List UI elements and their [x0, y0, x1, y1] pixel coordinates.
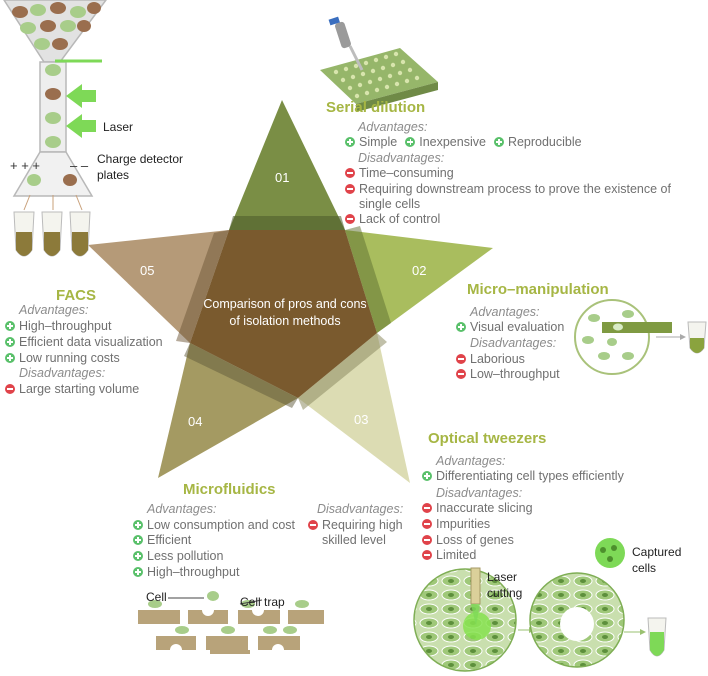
facs-title: FACS: [56, 287, 97, 304]
advantage-item: Efficient data visualization: [5, 335, 163, 349]
disadvantage-item-continued: skilled level: [322, 533, 386, 547]
minus-icon: [308, 520, 318, 530]
advantage-item: Low consumption and cost: [133, 518, 295, 532]
star-number-02: 02: [412, 263, 427, 278]
center-caption: Comparison of pros and cons of isolation…: [203, 297, 367, 328]
plus-icon: [493, 137, 504, 147]
collection-tube-icons: [13, 211, 91, 257]
star-arm-04: [158, 343, 298, 478]
advantage-item: Efficient: [133, 533, 191, 547]
advantage-text: Simple: [359, 135, 398, 149]
facs-disadvantages-heading: Disadvantages:: [19, 366, 106, 380]
optical-tweezers-advantages-heading: Advantages:: [436, 454, 506, 468]
star-arm-01: [229, 100, 345, 230]
laser-cutting-label: Laser: [487, 570, 518, 584]
svg-text:+ + +: + + +: [10, 158, 40, 173]
svg-text:– –: – –: [70, 158, 89, 173]
advantage-text: Inexpensive: [419, 135, 486, 149]
minus-icon: [345, 184, 355, 194]
disadvantage-item: Laborious: [456, 352, 525, 366]
plus-icon: [5, 353, 15, 363]
star-center-pentagon: [190, 230, 377, 398]
cell-trap-label: Cell trap: [240, 595, 285, 609]
minus-icon: [5, 384, 15, 394]
star-number-03: 03: [354, 412, 369, 427]
disadvantage-item: Low–throughput: [456, 367, 560, 381]
advantage-item: High–throughput: [5, 319, 111, 333]
disadvantage-item: Limited: [422, 548, 476, 562]
serial-dilution-advantages-heading: Advantages:: [358, 120, 428, 134]
disadvantage-item-continued: single cells: [359, 197, 421, 211]
optical-tweezers-title: Optical tweezers: [428, 430, 547, 447]
laser-arrow-icon: [66, 84, 96, 108]
advantage-item: Less pollution: [133, 549, 223, 563]
disadvantage-item: Large starting volume: [5, 382, 139, 396]
serial-dilution-illustration: [320, 16, 438, 112]
minus-icon: [345, 214, 355, 224]
cell-label: Cell: [146, 590, 167, 604]
star-arm-03: [298, 333, 410, 483]
microfluidics-illustration: [138, 591, 324, 656]
microfluidics-disadvantages-heading: Disadvantages:: [317, 502, 404, 516]
minus-icon: [422, 550, 432, 560]
star-number-04: 04: [188, 414, 203, 429]
pipette-icon: [328, 16, 364, 71]
plates-label: plates: [97, 168, 130, 182]
laser-cutting-label-2: cutting: [487, 586, 523, 600]
advantage-text: Reproducible: [507, 135, 582, 149]
captured-cells-label: Captured: [632, 545, 682, 559]
laser-label: Laser: [103, 120, 134, 134]
captured-cells-label-2: cells: [632, 561, 657, 575]
disadvantage-item: Impurities: [422, 517, 490, 531]
minus-icon: [456, 369, 466, 379]
plus-icon: [5, 337, 15, 347]
plus-icon: [422, 471, 432, 481]
disadvantage-item: Lack of control: [345, 212, 440, 226]
plus-icon: [133, 567, 143, 577]
optical-tweezers-disadvantages-heading: Disadvantages:: [436, 486, 523, 500]
star-number-01: 01: [275, 170, 290, 185]
micromanipulation-title: Micro–manipulation: [467, 281, 609, 298]
sorted-cell-icons: [12, 2, 101, 186]
micromanipulation-advantages-heading: Advantages:: [470, 305, 540, 319]
minus-icon: [422, 535, 432, 545]
minus-icon: [422, 519, 432, 529]
plus-icon: [345, 137, 355, 147]
charge-detector-label: Charge detector: [97, 152, 184, 166]
microfluidics-title: Microfluidics: [183, 481, 276, 498]
plus-icon: [5, 321, 15, 331]
facs-advantages-heading: Advantages:: [19, 303, 89, 317]
advantage-item: Low running costs: [5, 351, 120, 365]
star-number-05: 05: [140, 263, 155, 278]
plus-icon: [133, 520, 143, 530]
serial-dilution-advantage-row: Simple Inexpensive Reproducible: [345, 135, 582, 149]
minus-icon: [345, 168, 355, 178]
disadvantage-item: Requiring high: [308, 518, 403, 532]
plus-icon: [405, 137, 416, 147]
micromanipulation-disadvantages-heading: Disadvantages:: [470, 336, 557, 350]
disadvantage-item: Loss of genes: [422, 533, 514, 547]
plus-icon: [456, 322, 466, 332]
advantage-item: Visual evaluation: [456, 320, 564, 334]
plus-icon: [133, 535, 143, 545]
advantage-item: High–throughput: [133, 565, 239, 579]
facs-illustration: + + + – –: [3, 0, 107, 257]
advantage-item: Differentiating cell types efficiently: [422, 469, 624, 483]
minus-icon: [422, 503, 432, 513]
plus-icon: [133, 551, 143, 561]
minus-icon: [456, 354, 466, 364]
disadvantage-item: Requiring downstream process to prove th…: [345, 182, 671, 196]
micromanipulation-illustration: [574, 299, 707, 375]
disadvantage-item: Inaccurate slicing: [422, 501, 533, 515]
captured-cells-icon: [595, 538, 625, 568]
disadvantage-item: Time–consuming: [345, 166, 454, 180]
microfluidics-advantages-heading: Advantages:: [147, 502, 217, 516]
serial-dilution-disadvantages-heading: Disadvantages:: [358, 151, 445, 165]
optical-tweezers-illustration: [413, 538, 667, 672]
serial-dilution-title: Serial dilution: [326, 99, 426, 116]
